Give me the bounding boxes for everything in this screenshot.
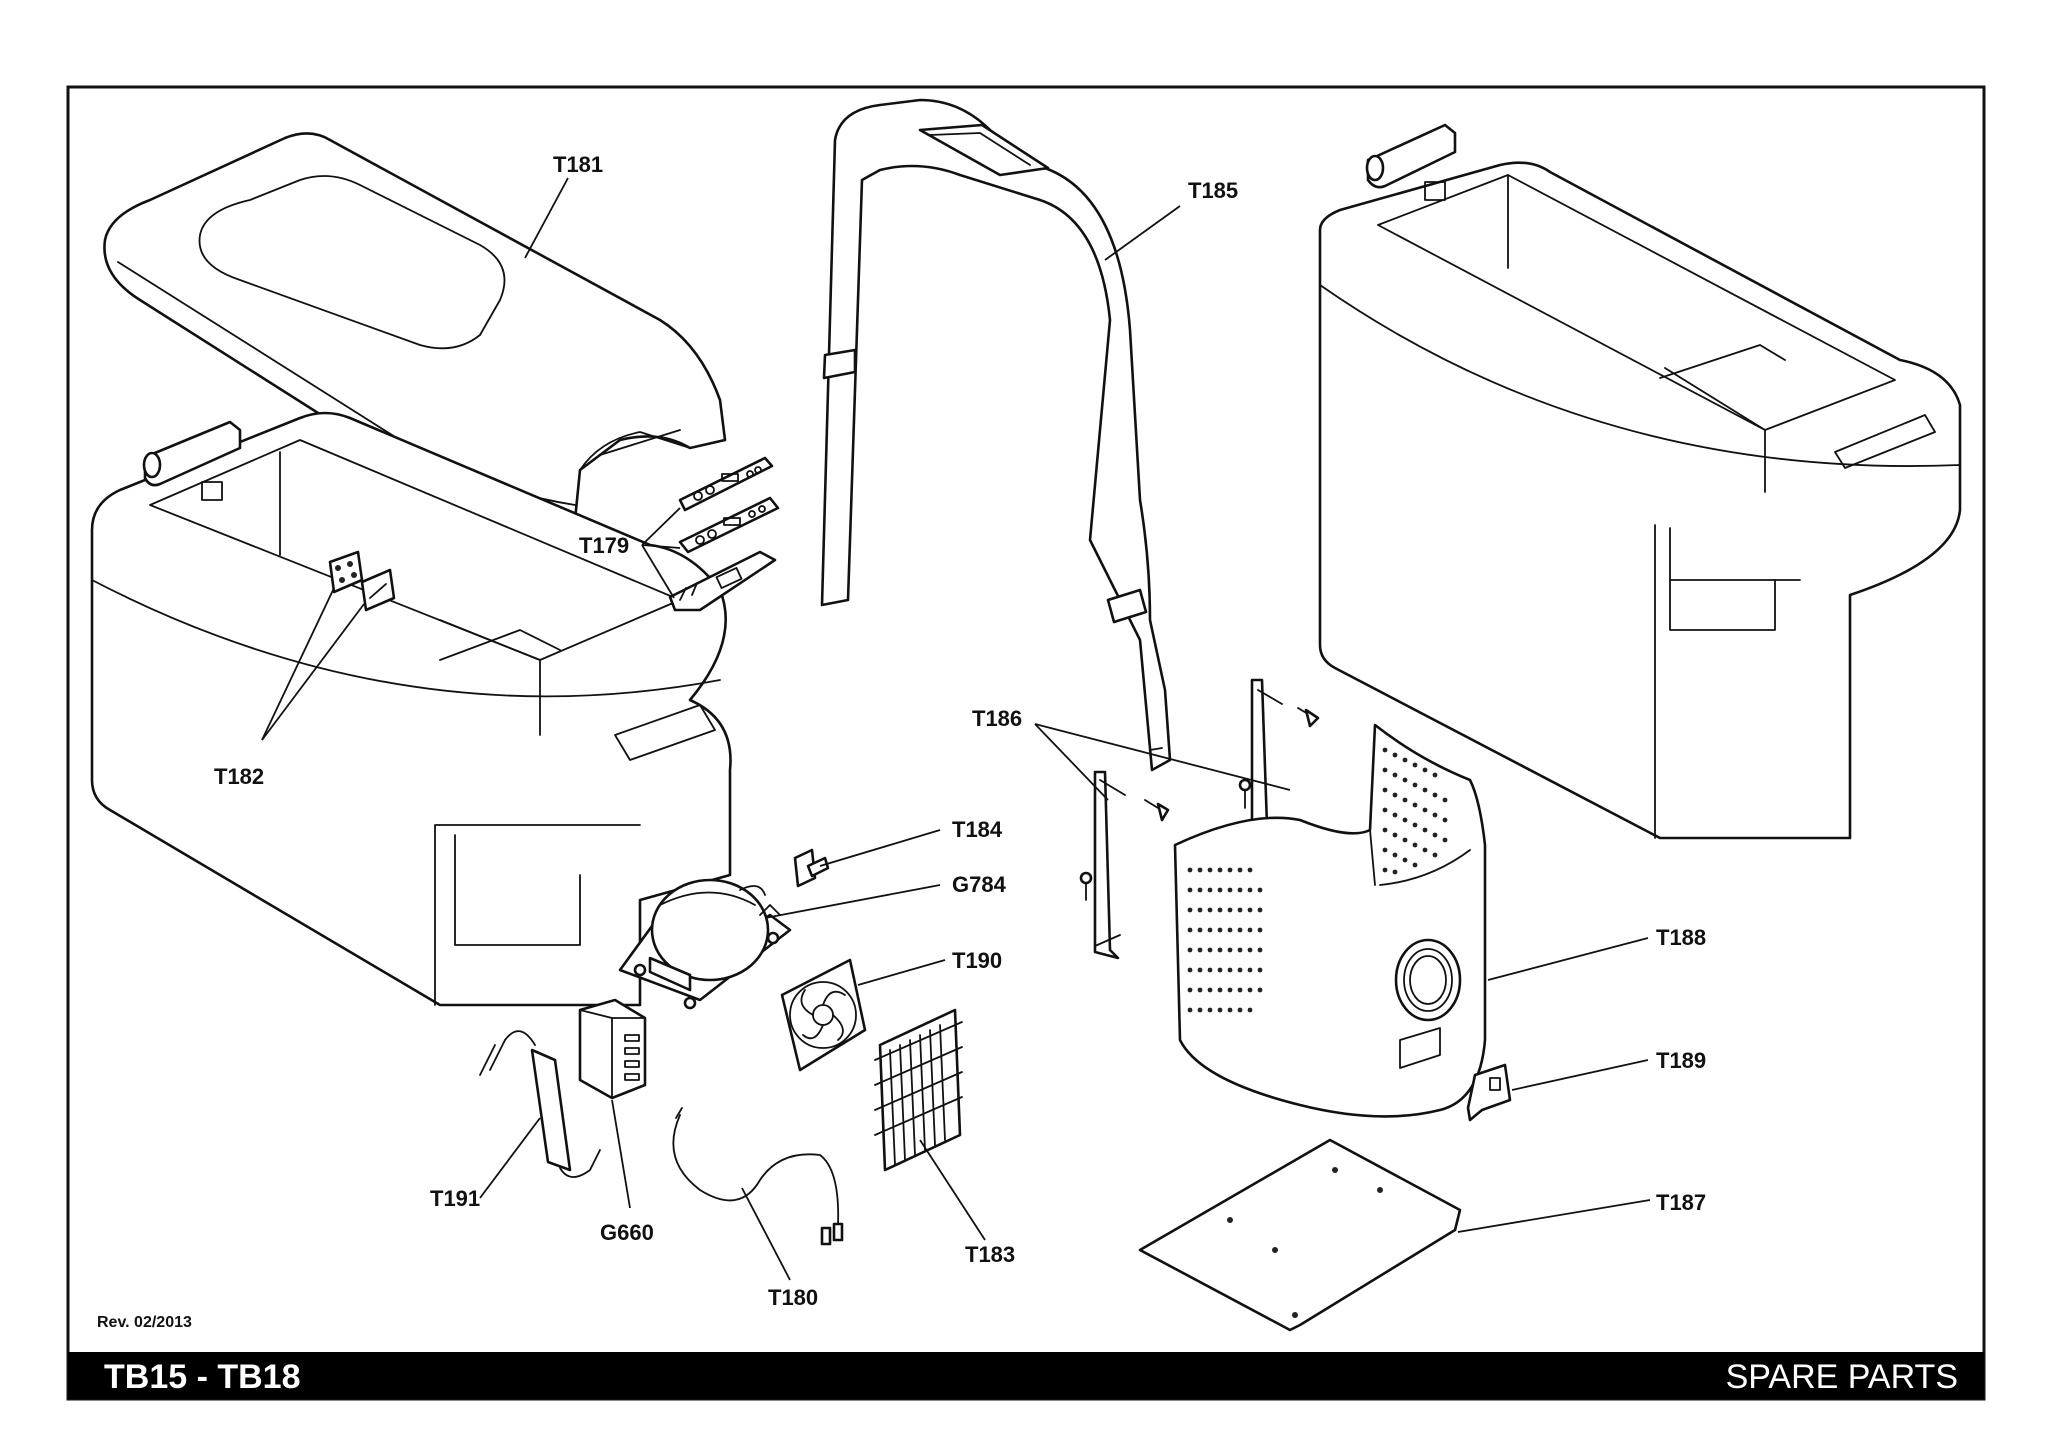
brackets-t186 [1079,678,1320,960]
compressor-g784 [618,878,792,1010]
section-title: SPARE PARTS [1726,1358,1958,1396]
label-t185: T185 [1188,178,1238,203]
label-t191: T191 [430,1186,480,1211]
label-t189: T189 [1656,1048,1706,1073]
label-g784: G784 [952,872,1007,897]
sticker-t182 [328,550,396,612]
footer-bar [68,1352,1984,1399]
wire-t180 [672,1107,844,1246]
condenser-t183 [874,1008,963,1172]
model-title: TB15 - TB18 [104,1358,301,1396]
label-t180: T180 [768,1285,818,1310]
clip-t189 [1466,1063,1512,1122]
leader-lines [261,177,1651,1281]
fan-t190 [780,958,867,1072]
label-t190: T190 [952,948,1002,973]
rear-cover-t188 [1173,723,1487,1118]
strap-t185 [820,98,1172,772]
thermostat-t191 [479,1030,601,1178]
cooler-body-left [90,411,732,1007]
label-t179: T179 [579,533,629,558]
revision-note: Rev. 02/2013 [97,1314,192,1331]
control-panels-t179 [668,456,780,612]
label-t188: T188 [1656,925,1706,950]
cooler-body-right [1318,123,1962,840]
bottom-plate-t187 [1138,1138,1462,1332]
relay-t184 [793,848,830,888]
control-module-g660 [578,998,647,1100]
label-t187: T187 [1656,1190,1706,1215]
label-t183: T183 [965,1242,1015,1267]
label-t182: T182 [214,764,264,789]
label-t184: T184 [952,817,1003,842]
label-t186: T186 [972,706,1022,731]
part-labels: T181 T185 T179 T182 T186 T184 G784 T190 … [214,152,1706,1310]
label-t181: T181 [553,152,603,177]
label-g660: G660 [600,1220,654,1245]
